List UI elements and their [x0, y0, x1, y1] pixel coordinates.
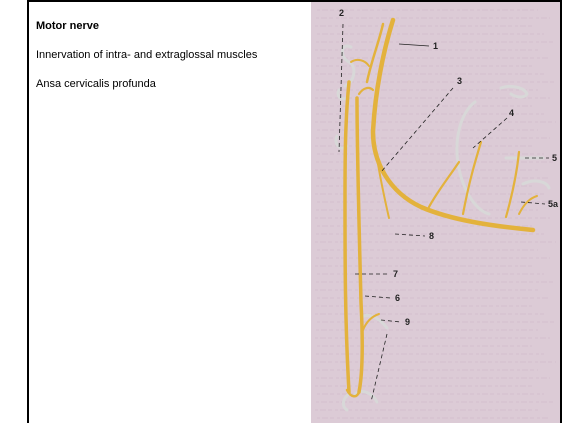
label-9: 9	[405, 317, 410, 327]
label-4: 4	[509, 108, 514, 118]
label-1: 1	[433, 41, 438, 51]
label-2: 2	[339, 8, 344, 18]
nerve-illustration: 1 2 3 4 5 5a 6 7 8 9	[311, 2, 560, 423]
nerve-diagram: 1 2 3 4 5 5a 6 7 8 9	[311, 2, 560, 423]
text-panel: Motor nerve Innervation of intra- and ex…	[36, 20, 301, 107]
label-3: 3	[457, 76, 462, 86]
label-8: 8	[429, 231, 434, 241]
frame-right-border	[560, 0, 562, 423]
label-7: 7	[393, 269, 398, 279]
label-6: 6	[395, 293, 400, 303]
slide-title: Motor nerve	[36, 20, 301, 33]
label-5: 5	[552, 153, 557, 163]
frame-left-border	[27, 0, 29, 423]
text-line-ansa: Ansa cervicalis profunda	[36, 78, 301, 91]
label-5a: 5a	[548, 199, 559, 209]
text-line-innervation: Innervation of intra- and extraglossal m…	[36, 49, 301, 62]
